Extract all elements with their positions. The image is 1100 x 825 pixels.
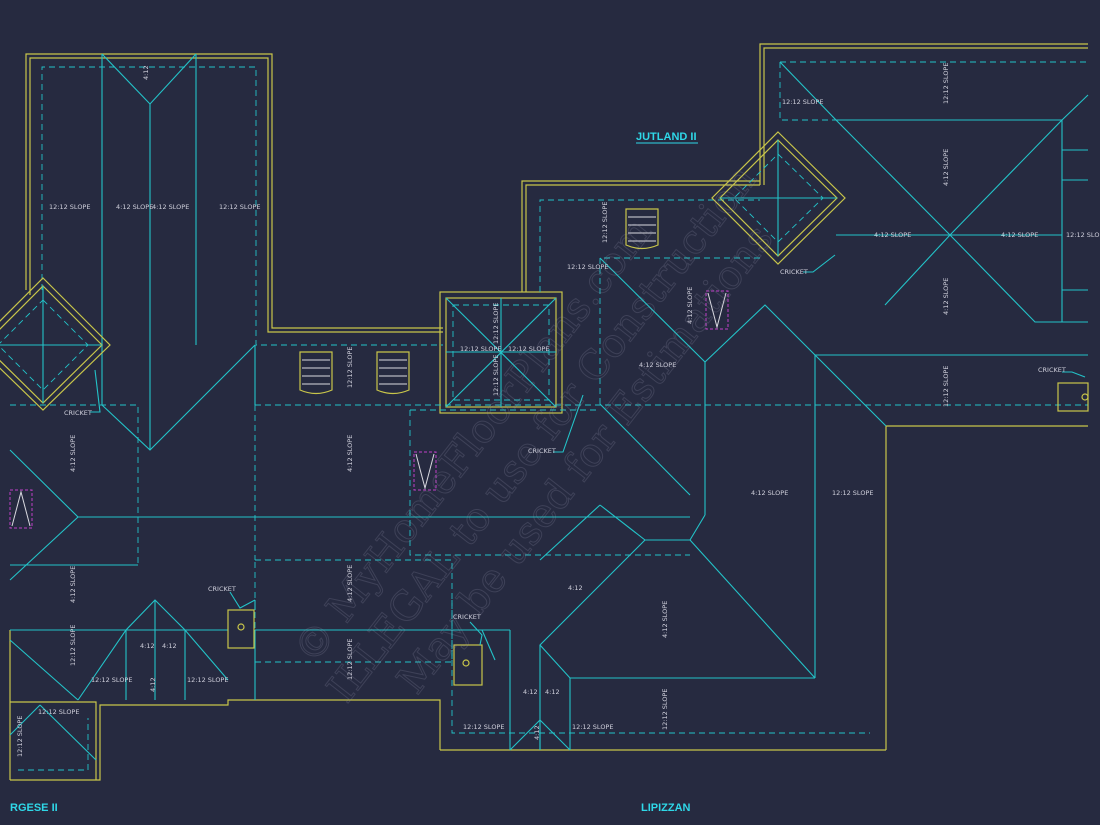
slope-label: 12:12 SLOPE bbox=[38, 708, 79, 716]
slope-label: 12:12 SLOPE bbox=[567, 263, 608, 271]
slope-label: 4:12 SLOPE bbox=[686, 287, 694, 324]
attic-vents bbox=[9, 290, 729, 529]
plan-title-jutland: JUTLAND II bbox=[636, 131, 697, 143]
slope-label: 12:12 SLOPE bbox=[572, 723, 613, 731]
turret-left bbox=[0, 277, 111, 411]
wall-outline bbox=[9, 43, 1088, 781]
slope-label: 12:12 SLOPE bbox=[16, 716, 24, 757]
slope-label: 4:12 SLOPE bbox=[69, 435, 77, 472]
slope-label: 12:12 SLOPE bbox=[219, 203, 260, 211]
cricket-label: CRICKET bbox=[780, 268, 808, 276]
pitch-label: 4:12 bbox=[149, 677, 157, 692]
slope-label: 4:12 SLOPE bbox=[942, 149, 950, 186]
cricket-label: CRICKET bbox=[528, 447, 556, 455]
slope-label: 4:12 SLOPE bbox=[639, 361, 676, 369]
plan-title-lipizzan: LIPIZZAN bbox=[641, 802, 691, 814]
slope-label: 12:12 SLOPE bbox=[492, 303, 500, 344]
pitch-label: 4:12 bbox=[162, 642, 177, 650]
slope-label: 4:12 SLOPE bbox=[942, 278, 950, 315]
vent-1 bbox=[299, 351, 333, 395]
pitch-label: 4:12 bbox=[545, 688, 560, 696]
vent-2 bbox=[376, 351, 410, 395]
slope-label: 4:12 SLOPE bbox=[751, 489, 788, 497]
slope-labels: 12:12 SLOPE 4:12 SLOPE 4:12 SLOPE 12:12 … bbox=[16, 63, 1100, 757]
slope-label: 4:12 SLOPE bbox=[661, 601, 669, 638]
slope-label: 12:12 SLOPE bbox=[1066, 231, 1100, 239]
cricket-label: CRICKET bbox=[64, 409, 92, 417]
pitch-label: 4:12 bbox=[142, 65, 150, 80]
pitch-label: 4:12 bbox=[140, 642, 155, 650]
slope-label: 4:12 SLOPE bbox=[874, 231, 911, 239]
watermark-line-2: ILLEGAL to use for Construction bbox=[318, 157, 765, 711]
slope-label: 12:12 SLOPE bbox=[49, 203, 90, 211]
vent-3 bbox=[625, 208, 659, 250]
slope-label: 12:12 SLOPE bbox=[91, 676, 132, 684]
slope-label: 4:12 SLOPE bbox=[116, 203, 153, 211]
cricket-label: CRICKET bbox=[1038, 366, 1066, 374]
leader-lines bbox=[90, 254, 1086, 646]
slope-label: 4:12 SLOPE bbox=[346, 435, 354, 472]
turret-right bbox=[711, 131, 846, 265]
cricket-label: CRICKET bbox=[208, 585, 236, 593]
slope-label: 12:12 SLOPE bbox=[187, 676, 228, 684]
pitch-label: 4:12 bbox=[533, 725, 541, 740]
slope-label: 12:12 SLOPE bbox=[460, 345, 501, 353]
slope-label: 4:12 SLOPE bbox=[152, 203, 189, 211]
slope-label: 12:12 SLOPE bbox=[463, 723, 504, 731]
slope-label: 12:12 SLOPE bbox=[508, 345, 549, 353]
cricket-label: CRICKET bbox=[453, 613, 481, 621]
slope-label: 12:12 SLOPE bbox=[942, 63, 950, 104]
plan-title-rgese: RGESE II bbox=[10, 802, 58, 814]
slope-label: 12:12 SLOPE bbox=[346, 347, 354, 388]
chimneys bbox=[227, 382, 1089, 686]
dormer-vents bbox=[299, 208, 659, 395]
slope-label: 12:12 SLOPE bbox=[69, 625, 77, 666]
pitch-label: 4:12 bbox=[523, 688, 538, 696]
slope-label: 12:12 SLOPE bbox=[832, 489, 873, 497]
cricket-labels: CRICKET CRICKET CRICKET CRICKET CRICKET … bbox=[64, 268, 1066, 621]
slope-label: 4:12 SLOPE bbox=[69, 566, 77, 603]
roof-lines bbox=[9, 53, 1089, 761]
slope-label: 4:12 SLOPE bbox=[1001, 231, 1038, 239]
slope-label: 12:12 SLOPE bbox=[942, 366, 950, 407]
watermark: © MyHomeFloorPlans.com ILLEGAL to use fo… bbox=[285, 156, 783, 711]
slope-label: 4:12 SLOPE bbox=[346, 565, 354, 602]
slope-label: 12:12 SLOPE bbox=[601, 202, 609, 243]
pitch-label: 4:12 bbox=[568, 584, 583, 592]
slope-label: 12:12 SLOPE bbox=[782, 98, 823, 106]
slope-label: 12:12 SLOPE bbox=[346, 639, 354, 680]
centre-tower bbox=[445, 297, 557, 408]
slope-label: 12:12 SLOPE bbox=[492, 355, 500, 396]
slope-label: 12:12 SLOPE bbox=[661, 689, 669, 730]
